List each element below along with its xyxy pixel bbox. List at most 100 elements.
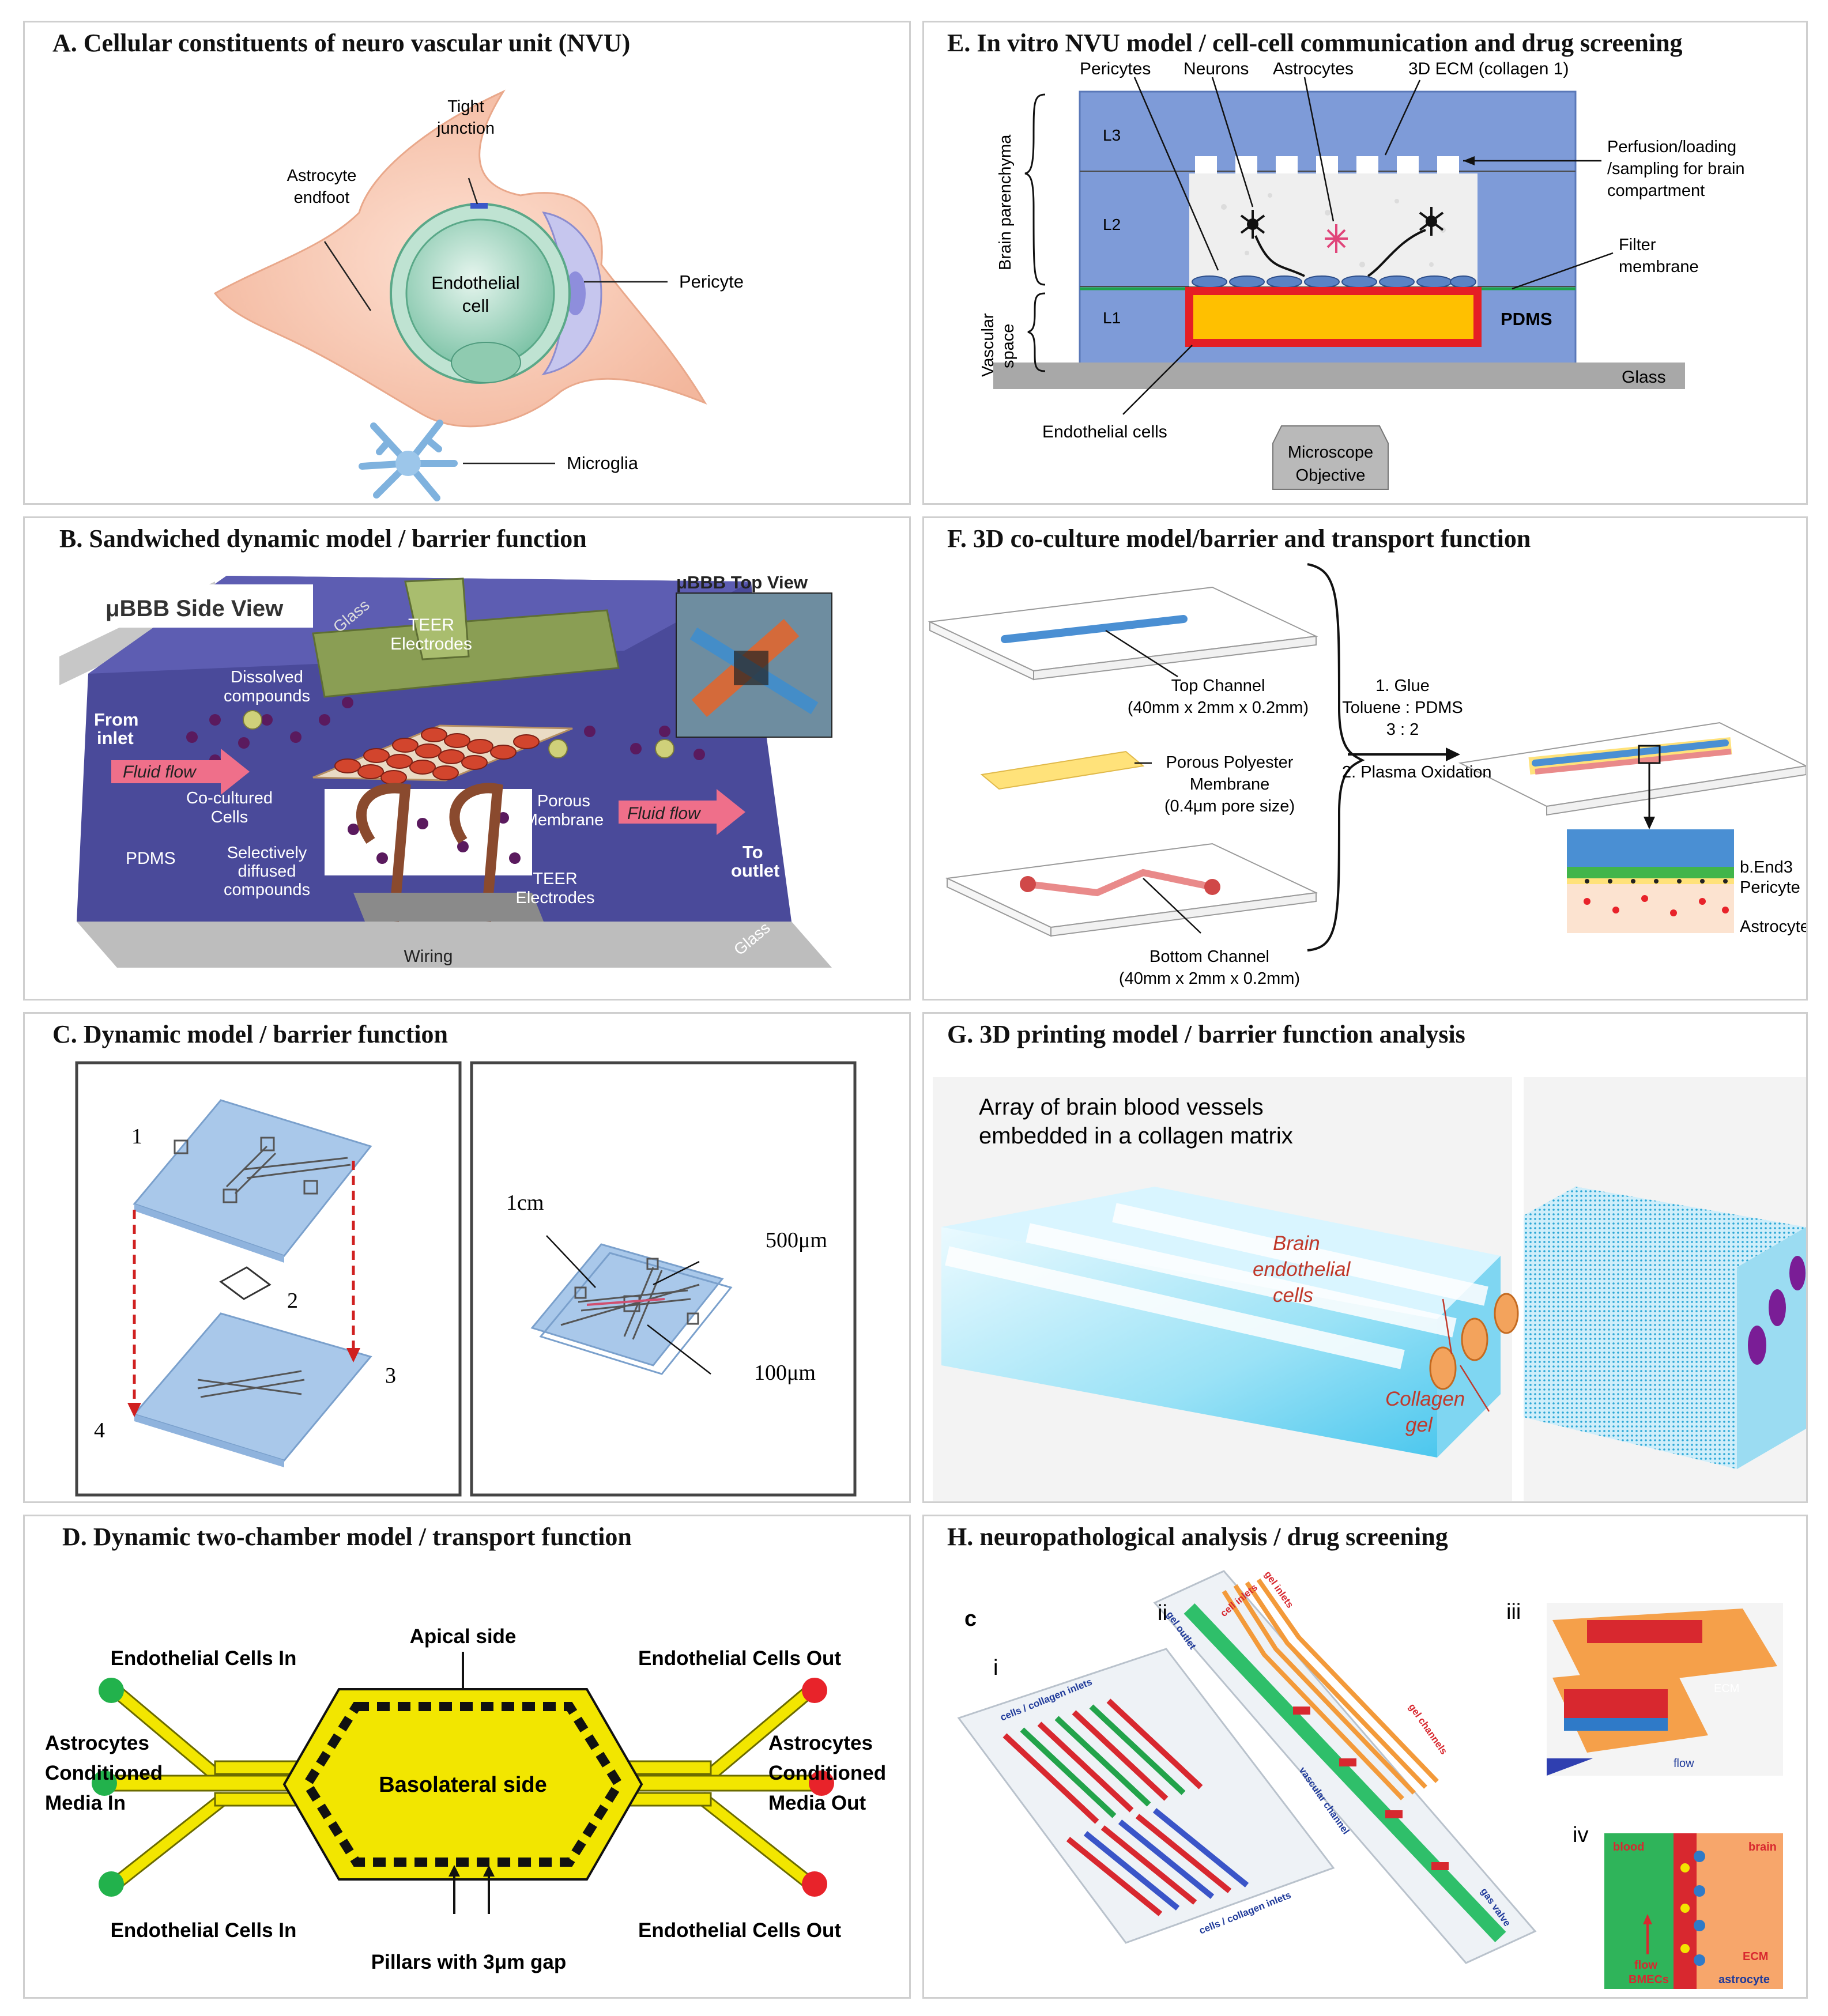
membrane-label-2: Membrane bbox=[1190, 775, 1270, 794]
printed-lattice-block bbox=[1524, 1215, 1737, 1469]
filter-label-1: Filter bbox=[1619, 236, 1656, 254]
tight-junction-label-2: junction bbox=[436, 119, 495, 138]
gel-channels-label: gel channels bbox=[1407, 1701, 1450, 1756]
scale-1cm: 1cm bbox=[506, 1191, 544, 1215]
layer-number-3: 3 bbox=[385, 1364, 396, 1388]
step1-label-3: 3 : 2 bbox=[1386, 720, 1419, 739]
panel-c-title: C. Dynamic model / barrier function bbox=[52, 1020, 448, 1048]
panel-f-illustration: Top Channel (40mm x 2mm x 0.2mm) Porous … bbox=[928, 563, 1806, 988]
step1-label-2: Toluene : PDMS bbox=[1342, 699, 1463, 717]
bend3-label: b.End3 bbox=[1740, 858, 1793, 877]
panel-f: F. 3D co-culture model/barrier and trans… bbox=[922, 516, 1808, 1001]
membrane-piece bbox=[219, 1266, 272, 1300]
glass-slide bbox=[993, 363, 1685, 389]
basolateral-label: Basolateral side bbox=[379, 1773, 546, 1797]
cocultured-label-2: Cells bbox=[211, 808, 248, 826]
endothelial-cells-label: Endothelial cells bbox=[1042, 422, 1167, 441]
brain-endothelial-label-2: endothelial bbox=[1253, 1258, 1351, 1281]
to-outlet-label-1: To bbox=[742, 842, 763, 862]
wiring bbox=[356, 783, 411, 922]
panel-h-illustration: c i ii iii iv cells / collagen inlets ce… bbox=[957, 1569, 1783, 1989]
from-inlet-label-1: From bbox=[94, 709, 139, 730]
brain-parenchyma-label: Brain parenchyma bbox=[996, 134, 1015, 270]
cocultured-label-1: Co-cultured bbox=[186, 789, 273, 807]
pericyte-label: Pericyte bbox=[679, 271, 744, 292]
microscope-label-1: Microscope bbox=[1288, 443, 1373, 462]
dissolved-label-2: compounds bbox=[224, 687, 310, 705]
ecm-iii-label: ECM bbox=[1714, 1682, 1739, 1695]
panel-h: H. neuropathological analysis / drug scr… bbox=[922, 1515, 1808, 1999]
teer-bottom-label-2: Electrodes bbox=[515, 889, 594, 907]
microscope-label-2: Objective bbox=[1296, 466, 1366, 485]
microglia-label: Microglia bbox=[567, 453, 639, 473]
pericytes-label: Pericytes bbox=[1080, 59, 1151, 78]
panel-e: E. In vitro NVU model / cell-cell commun… bbox=[922, 21, 1808, 505]
panel-f-title: F. 3D co-culture model/barrier and trans… bbox=[947, 524, 1531, 553]
endothelial-label-2: cell bbox=[462, 296, 489, 316]
apical-label: Apical side bbox=[410, 1625, 517, 1648]
panel-h-title: H. neuropathological analysis / drug scr… bbox=[947, 1523, 1448, 1551]
teer-top-label-2: Electrodes bbox=[390, 635, 472, 654]
fluid-flow-label-2: Fluid flow bbox=[627, 804, 702, 823]
pdms-label: PDMS bbox=[1501, 309, 1552, 329]
inlet-flow-arrow bbox=[111, 749, 250, 795]
vessel-openings bbox=[1429, 1293, 1519, 1390]
astrocyte-out-label-1: Astrocytes bbox=[768, 1732, 873, 1754]
outlet-flow-arrow bbox=[619, 789, 745, 835]
panel-e-illustration: Pericytes Neurons Astrocytes 3D ECM (col… bbox=[979, 59, 1745, 490]
panel-a-title: A. Cellular constituents of neuro vascul… bbox=[52, 29, 631, 57]
pdms-label: PDMS bbox=[126, 849, 176, 868]
scale-500um: 500μm bbox=[766, 1228, 827, 1252]
teer-bottom-label-1: TEER bbox=[533, 870, 577, 888]
panel-b-title: B. Sandwiched dynamic model / barrier fu… bbox=[59, 524, 587, 553]
neurons-label: Neurons bbox=[1184, 59, 1249, 78]
roman-iv: iv bbox=[1573, 1823, 1588, 1847]
port-endothelial-out-top bbox=[802, 1678, 827, 1703]
collagen-label-2: gel bbox=[1405, 1414, 1433, 1436]
bottom-channel-label-2: (40mm x 2mm x 0.2mm) bbox=[1119, 969, 1300, 988]
layer-l1: L1 bbox=[1103, 309, 1121, 327]
bottom-channel bbox=[1024, 869, 1216, 897]
side-view-label: μBBB Side View bbox=[105, 596, 284, 621]
port-astrocyte-out bbox=[809, 1770, 834, 1796]
glass-label: Glass bbox=[1622, 368, 1666, 387]
bottom-channel-label-1: Bottom Channel bbox=[1149, 947, 1269, 966]
selective-label-1: Selectively bbox=[227, 844, 307, 862]
tight-junction-label-1: Tight bbox=[447, 97, 484, 116]
endothelial-label-1: Endothelial bbox=[431, 273, 519, 293]
array-label-1: Array of brain blood vessels bbox=[979, 1094, 1264, 1120]
panel-g: G. 3D printing model / barrier function … bbox=[922, 1012, 1808, 1503]
pericyte-label: Pericyte bbox=[1740, 878, 1800, 897]
chip-i bbox=[957, 1648, 1335, 1944]
panel-g-title: G. 3D printing model / barrier function … bbox=[947, 1020, 1465, 1048]
panel-e-title: E. In vitro NVU model / cell-cell commun… bbox=[947, 29, 1683, 57]
top-channel-label-1: Top Channel bbox=[1171, 677, 1265, 695]
roman-iii: iii bbox=[1506, 1600, 1521, 1624]
ecm-label: ECM bbox=[1743, 1950, 1768, 1963]
layer-number-1: 1 bbox=[131, 1124, 142, 1149]
brain-label: brain bbox=[1748, 1841, 1777, 1853]
roman-i: i bbox=[993, 1656, 998, 1680]
astrocyte-in-label-1: Astrocytes bbox=[45, 1732, 149, 1754]
perfusion-label-2: /sampling for brain bbox=[1607, 160, 1745, 178]
port-endothelial-in-bottom bbox=[99, 1871, 124, 1897]
layer-number-2: 2 bbox=[287, 1289, 298, 1313]
blood-label: blood bbox=[1613, 1841, 1644, 1853]
microscope-objective bbox=[1272, 425, 1389, 490]
endothelial-out-top-label: Endothelial Cells Out bbox=[638, 1647, 841, 1670]
astrocyte-endfoot-label-1: Astrocyte bbox=[287, 167, 357, 185]
pillars-label: Pillars with 3μm gap bbox=[371, 1951, 566, 1973]
from-inlet-label-2: inlet bbox=[97, 728, 134, 748]
brain-endothelial-label-3: cells bbox=[1273, 1284, 1313, 1307]
ecm-label: 3D ECM (collagen 1) bbox=[1408, 59, 1569, 78]
teer-top-label-1: TEER bbox=[408, 616, 454, 635]
array-label-2: embedded in a collagen matrix bbox=[979, 1123, 1293, 1149]
panel-d-title: D. Dynamic two-chamber model / transport… bbox=[62, 1523, 632, 1551]
top-channel-label-2: (40mm x 2mm x 0.2mm) bbox=[1128, 699, 1309, 717]
wiring-label: Wiring bbox=[404, 947, 453, 966]
endothelial-in-top-label: Endothelial Cells In bbox=[111, 1647, 297, 1670]
porous-membrane bbox=[980, 750, 1145, 790]
selective-label-3: compounds bbox=[224, 881, 310, 899]
tight-junction-mark bbox=[470, 203, 488, 209]
porous-label-2: Membrane bbox=[524, 811, 604, 829]
